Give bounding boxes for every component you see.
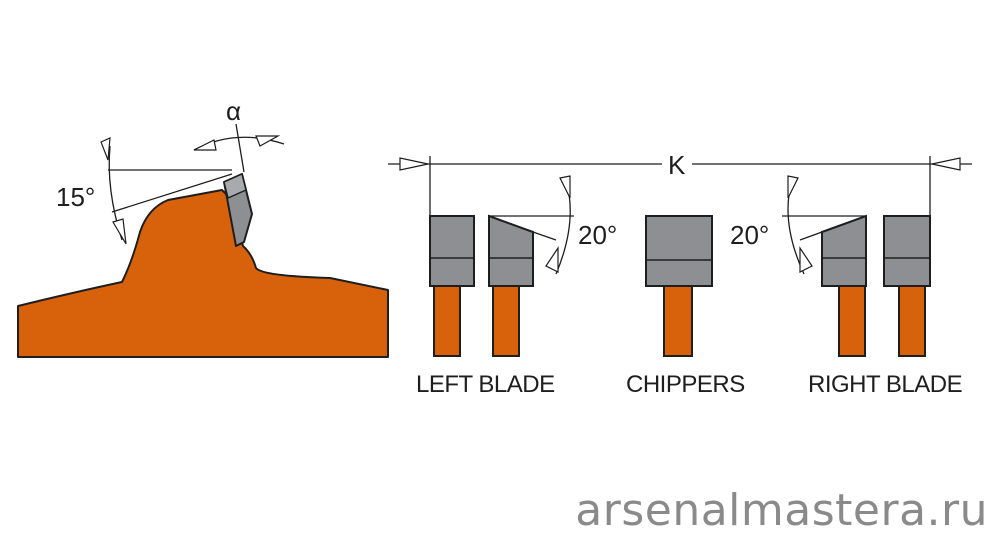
saw-tooth-profile: 15° α — [17, 96, 389, 358]
left-blade-label: LEFT BLADE — [416, 371, 555, 398]
left-bevel-angle-label: 20° — [578, 220, 617, 250]
hook-arrow-bottom — [112, 218, 127, 245]
left-blade-bevel-tip — [488, 214, 534, 287]
right-bevel-arrow-bottom — [799, 246, 813, 273]
kerf-label: K — [668, 150, 686, 180]
chipper-shank — [663, 285, 693, 357]
right-blade-outer-shank — [898, 285, 926, 357]
clearance-angle-label: α — [226, 96, 241, 126]
chippers: CHIPPERS — [626, 215, 745, 398]
kerf-arrow-left — [399, 157, 429, 171]
right-blade-bevel-shank — [838, 285, 866, 357]
clearance-arrow-right — [255, 135, 281, 147]
watermark: arsenalmastera.ru — [575, 485, 988, 536]
hook-angle-line — [111, 173, 233, 213]
left-blade-outer-tip — [429, 215, 475, 287]
left-bevel-arrow-top — [559, 175, 571, 199]
blade-body — [17, 189, 389, 358]
left-blade: 20° LEFT BLADE — [416, 175, 617, 398]
right-bevel-line — [799, 231, 823, 241]
left-blade-bevel-shank — [492, 285, 520, 357]
hook-arrow-top — [100, 137, 111, 161]
left-bevel-line — [532, 231, 557, 241]
right-bevel-arrow-top — [787, 175, 799, 199]
right-bevel-angle-label: 20° — [730, 220, 769, 250]
hook-angle-label: 15° — [56, 182, 95, 212]
right-blade-outer-tip — [883, 215, 931, 287]
left-bevel-arrow-bottom — [545, 246, 559, 273]
kerf-dimension: K — [388, 150, 972, 216]
kerf-arrow-right — [931, 157, 961, 171]
chipper-tip — [645, 215, 713, 287]
clearance-arrow-left — [193, 139, 217, 151]
right-blade-bevel-tip — [821, 214, 867, 287]
right-blade-label: RIGHT BLADE — [808, 371, 962, 398]
clearance-vertical-line — [235, 123, 245, 173]
right-blade: 20° RIGHT BLADE — [730, 175, 963, 398]
carbide-tip-face — [223, 172, 247, 200]
left-blade-outer-shank — [433, 285, 461, 357]
chippers-label: CHIPPERS — [626, 371, 745, 398]
